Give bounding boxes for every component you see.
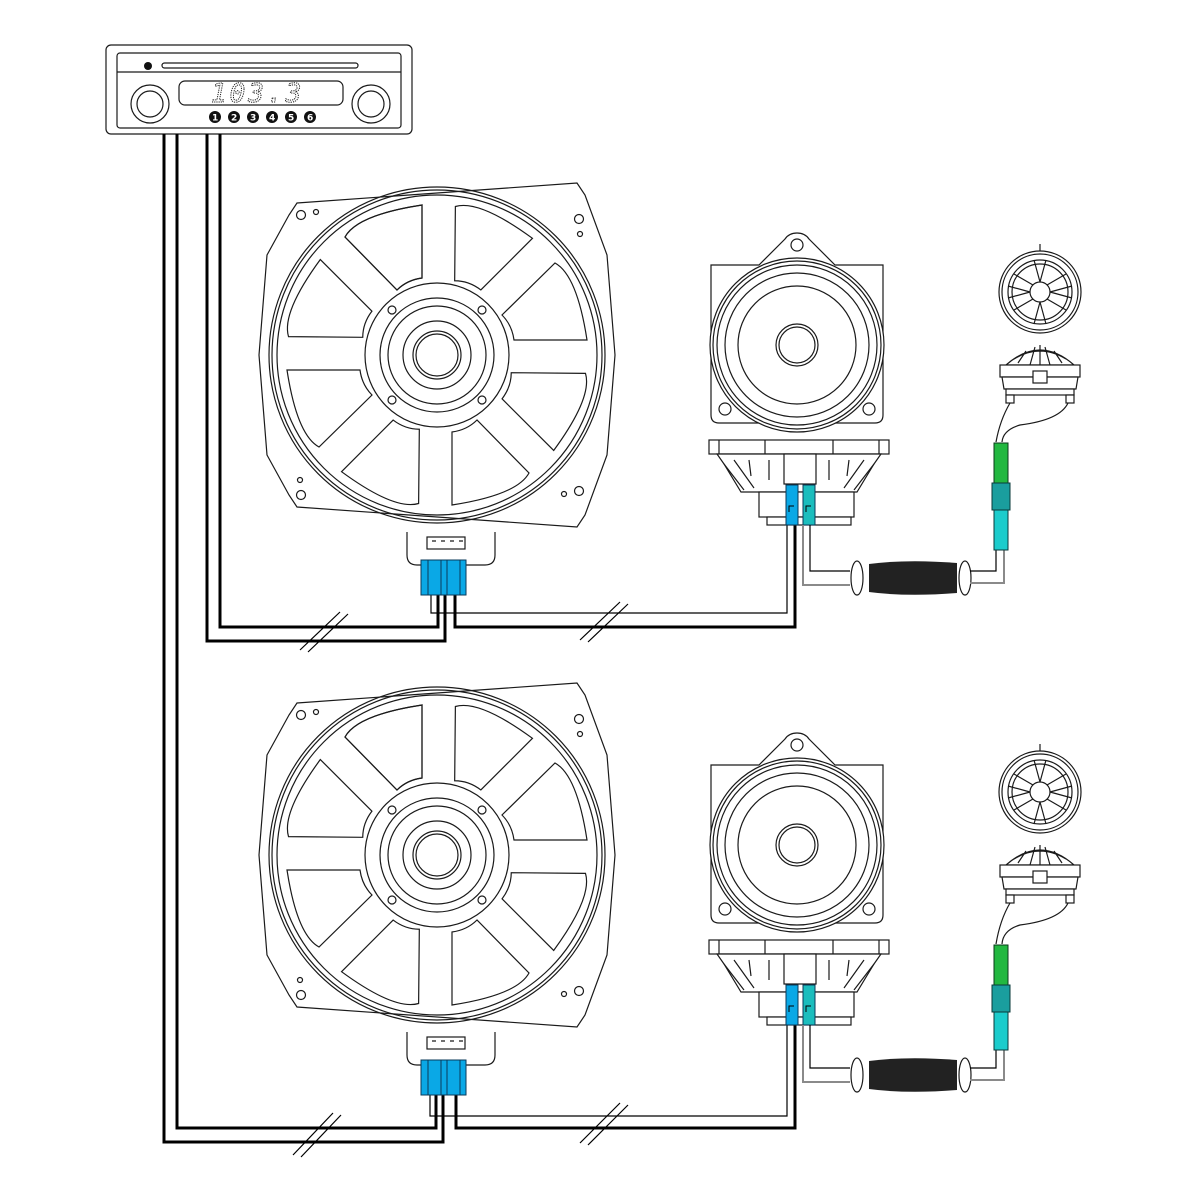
speaker-wires [162, 134, 797, 1158]
crossover-upper [802, 442, 1011, 596]
inline-connector-teal [993, 509, 1009, 551]
preset-button-4: 4 [266, 111, 278, 124]
subwoofer-connector [420, 1059, 467, 1096]
subwoofer-lower [259, 683, 615, 1096]
svg-text:4: 4 [269, 114, 275, 124]
midrange-lower [708, 732, 890, 1026]
preset-button-1: 1 [209, 111, 221, 124]
midrange-upper [708, 232, 890, 526]
inline-connector-green [993, 442, 1009, 484]
midrange-connector-teal [802, 984, 816, 1026]
volume-knob-left [130, 84, 170, 124]
power-led-icon [144, 62, 152, 70]
display-frequency: 103.3 [211, 79, 304, 109]
subwoofer-upper [259, 183, 615, 596]
inline-connector-coupler [991, 482, 1011, 511]
svg-text:5: 5 [288, 114, 294, 124]
inline-connector-green [993, 944, 1009, 986]
midrange-connector-blue [785, 484, 799, 526]
lcd-display [178, 80, 344, 106]
head-unit: 103.3 1 2 3 4 5 6 [105, 44, 413, 135]
subwoofer-connector [420, 559, 467, 596]
cd-slot [161, 62, 359, 69]
preset-button-6: 6 [304, 111, 316, 124]
preset-button-5: 5 [285, 111, 297, 124]
preset-button-3: 3 [247, 111, 259, 124]
svg-text:1: 1 [212, 114, 218, 124]
inline-connector-teal [993, 1011, 1009, 1051]
crossover-lower [802, 944, 1011, 1093]
tweeter-upper [995, 243, 1082, 443]
preset-button-2: 2 [228, 111, 240, 124]
svg-text:3: 3 [250, 114, 256, 124]
svg-text:2: 2 [231, 114, 237, 124]
midrange-connector-blue [785, 984, 799, 1026]
tuning-knob-right [351, 84, 391, 124]
midrange-connector-teal [802, 484, 816, 526]
wire-break-mark [292, 601, 629, 1158]
tweeter-lower [995, 743, 1082, 945]
preset-buttons: 1 2 3 4 5 6 [209, 111, 316, 124]
svg-text:6: 6 [307, 114, 313, 124]
inline-connector-coupler [991, 984, 1011, 1013]
